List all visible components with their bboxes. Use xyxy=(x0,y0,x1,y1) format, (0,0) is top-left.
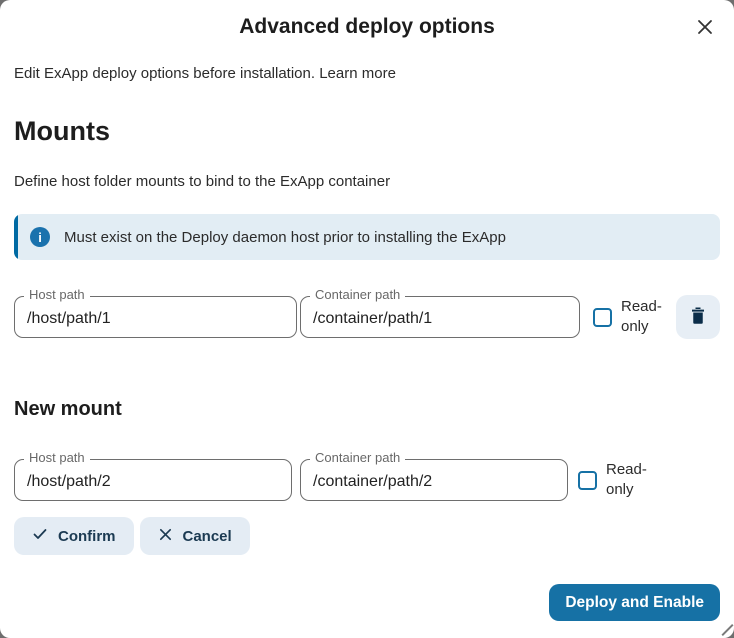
host-path-label: Host path xyxy=(24,288,90,302)
readonly-checkbox-1[interactable] xyxy=(593,307,612,327)
host-path-input-1[interactable] xyxy=(15,297,296,337)
new-mount-actions: Confirm Cancel xyxy=(14,517,720,555)
container-path-field-2: Container path xyxy=(300,451,568,501)
host-path-input-2[interactable] xyxy=(15,460,291,500)
mounts-description: Define host folder mounts to bind to the… xyxy=(14,173,391,190)
learn-more-link[interactable]: Learn more xyxy=(319,65,396,82)
mounts-heading: Mounts xyxy=(14,116,110,146)
dialog-subtitle: Edit ExApp deploy options before install… xyxy=(14,64,720,84)
new-mount-heading: New mount xyxy=(14,398,122,420)
readonly-label-2: Read-only xyxy=(606,461,647,498)
close-button[interactable] xyxy=(690,12,720,42)
mount-row-new: Host path Container path Read-only xyxy=(14,451,720,501)
container-path-label: Container path xyxy=(310,288,406,302)
delete-mount-button[interactable] xyxy=(676,295,720,339)
trash-icon xyxy=(688,306,708,329)
container-path-input-2[interactable] xyxy=(301,460,567,500)
confirm-button[interactable]: Confirm xyxy=(14,517,134,555)
close-icon xyxy=(696,18,714,36)
info-notecard: i Must exist on the Deploy daemon host p… xyxy=(14,214,720,260)
container-path-label: Container path xyxy=(310,451,406,465)
notecard-text: Must exist on the Deploy daemon host pri… xyxy=(64,228,506,246)
dialog-header: Advanced deploy options xyxy=(14,14,720,40)
host-path-field-2: Host path xyxy=(14,451,292,501)
cancel-button[interactable]: Cancel xyxy=(139,517,250,555)
mount-row-existing: Host path Container path Read-only xyxy=(14,288,720,339)
resize-handle[interactable] xyxy=(721,623,734,637)
container-path-input-1[interactable] xyxy=(301,297,579,337)
container-path-field-1: Container path xyxy=(300,288,580,338)
check-icon xyxy=(32,526,48,546)
notecard-accent-bar xyxy=(14,214,18,260)
cancel-x-icon xyxy=(158,527,173,546)
readonly-checkbox-2[interactable] xyxy=(578,470,597,490)
confirm-label: Confirm xyxy=(58,527,116,545)
host-path-label: Host path xyxy=(24,451,90,465)
dialog-title: Advanced deploy options xyxy=(239,15,495,38)
readonly-label-1: Read-only xyxy=(621,298,662,335)
deploy-and-enable-button[interactable]: Deploy and Enable xyxy=(549,584,720,621)
info-icon: i xyxy=(30,227,50,247)
host-path-field-1: Host path xyxy=(14,288,297,338)
subtitle-text: Edit ExApp deploy options before install… xyxy=(14,65,316,82)
cancel-label: Cancel xyxy=(182,527,232,545)
